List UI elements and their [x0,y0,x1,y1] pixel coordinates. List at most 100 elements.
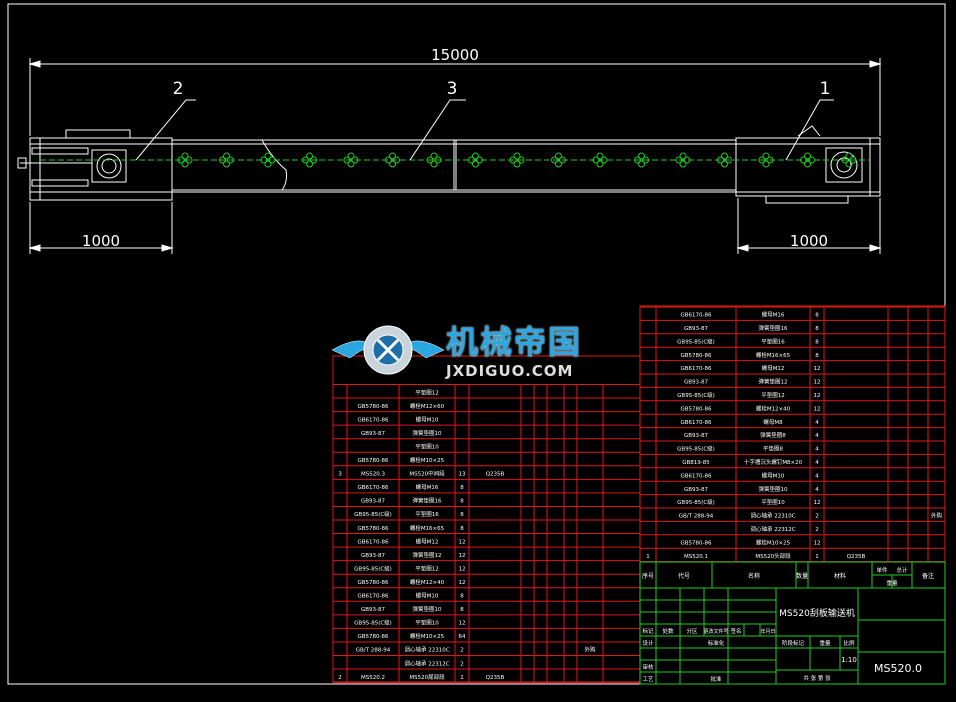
cell-qty: 8 [815,313,819,319]
cell-name: 弹簧垫圈8 [760,431,786,439]
header-code: 代号 [678,572,690,580]
header-total-weight: 总计 [896,566,908,574]
cell-name: 螺栓M16×65 [410,524,445,532]
cell-name: 螺栓M12×60 [410,402,445,410]
cell-code: GB5780-86 [680,540,712,546]
chain-flight [468,152,483,168]
cell-code: GB6170-86 [357,485,389,491]
cell-code: GB95-85(C级) [677,445,715,453]
cell-code: GB819-85 [682,460,710,466]
cell-name: 平垫圈12 [761,391,785,399]
cell-name: 螺栓M12×40 [756,404,791,412]
cell-name: 螺栓M10×25 [410,456,445,464]
chain-flight [509,152,525,168]
table-row: GB5780-86 螺栓M10×25 [357,456,444,464]
cell-qty: 64 [459,634,466,640]
cell-qty: 12 [459,621,466,627]
cell-code: GB93-87 [684,326,709,332]
cell-qty: 12 [814,500,821,506]
cell-code: GB95-85(C级) [354,510,392,518]
cell-name: 弹簧垫圈16 [413,497,442,505]
cell-qty: 12 [814,393,821,399]
cell-name: MS520尾部段 [409,673,445,681]
title-review-label: 审核 [642,663,654,671]
watermark-subtitle: JXDIGUO.COM [446,362,574,380]
cell-name: MS520中间段 [409,470,445,478]
cell-name: 平垫圈16 [761,337,785,345]
cell-name: 弹簧垫圈12 [413,551,442,559]
cell-qty: 8 [460,512,464,518]
chain-flight [800,152,815,168]
cell-name: 平垫圈16 [415,510,439,518]
cell-name: 调心轴承 22312C [404,659,449,667]
cell-code: GB6170-86 [357,594,389,600]
cell-qty: 12 [459,539,466,545]
cell-name: 螺栓M16×65 [756,351,791,359]
cell-qty: 4 [815,420,819,426]
cell-code: GB93-87 [361,553,386,559]
cell-qty: 4 [815,447,819,453]
cell-code: GB93-87 [361,499,386,505]
callout-2: 2 [173,79,184,99]
cell-name: 调心轴承 22310C [750,512,795,520]
title-date-label: 年月日 [760,628,775,635]
cell-name: 螺栓M10×25 [410,632,445,640]
cell-qty: 4 [815,487,819,493]
chain-flight [426,152,442,168]
cell-code: GB5780-86 [357,458,389,464]
cell-qty: 12 [814,366,821,372]
cell-qty: 1 [460,675,464,681]
header-note: 备注 [922,572,934,580]
cell-qty: 8 [460,499,464,505]
cell-name: 平垫圈12 [415,388,439,396]
table-row: GB93-87 弹簧垫圈10 [361,429,442,437]
cell-qty: 8 [815,326,819,332]
title-designer-label: 设计 [642,639,654,647]
cell-qty: 12 [814,406,821,412]
cell-qty: 2 [815,527,819,533]
cell-name: 弹簧垫圈10 [413,429,442,437]
header-weight: 重量 [886,579,898,587]
cell-qty: 1 [815,554,819,560]
cell-qty: 4 [815,473,819,479]
cell-code: MS520.3 [361,472,385,478]
cell-name: 螺母M12 [762,364,785,372]
cell-name: 调心轴承 22310C [404,646,449,654]
cell-code: GB95-85(C级) [677,391,715,399]
title-standardization-label: 标准化 [708,639,725,647]
cell-code: MS520.1 [684,554,708,560]
title-process-label: 工艺 [642,676,654,683]
chain-flight [841,152,857,168]
cell-qty: 4 [815,433,819,439]
cell-qty: 2 [815,514,819,520]
cell-name: 螺母M12 [416,537,439,545]
cell-qty: 8 [460,485,464,491]
cell-name: 螺母M10 [416,415,439,423]
cell-name: 螺母M16 [416,483,439,491]
chain-flight [343,152,359,168]
overall-length-dimension: 15000 [431,46,479,64]
cell-name: 平垫圈10 [415,442,439,450]
cell-code: GB93-87 [361,431,386,437]
cell-qty: 2 [460,661,464,667]
cell-code: GB5780-86 [357,634,389,640]
cell-qty: 8 [815,339,819,345]
cell-qty: 12 [459,580,466,586]
